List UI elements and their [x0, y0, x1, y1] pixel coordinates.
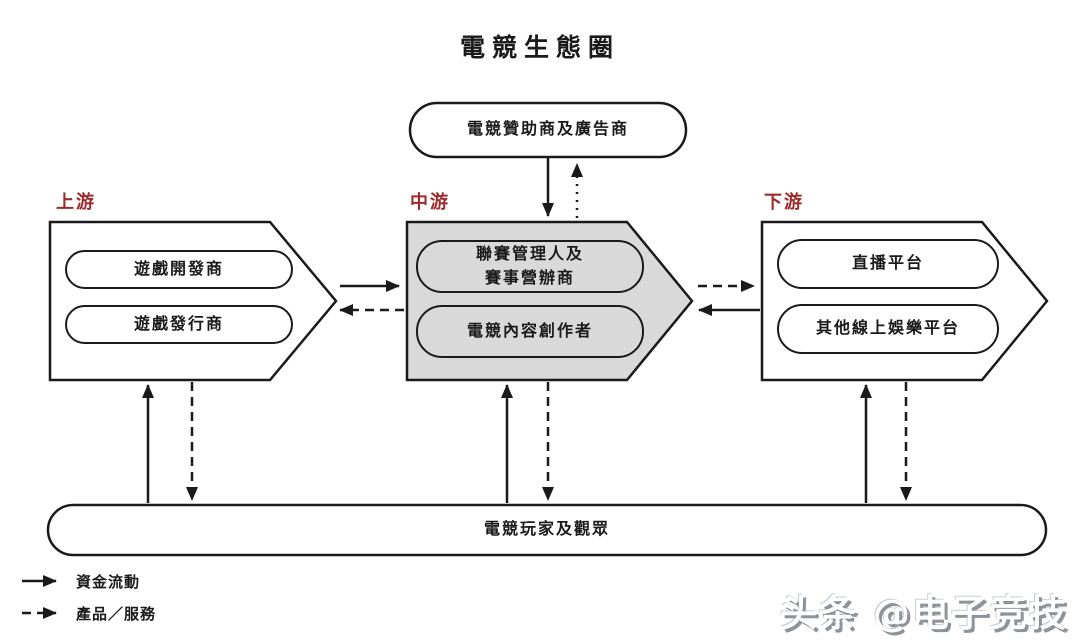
league-managers-label: 聯賽管理人及 賽事營辦商 [417, 241, 643, 292]
upstream-arrow-shape [48, 220, 338, 382]
downstream-label: 下游 [764, 192, 804, 212]
game-developers-label: 遊戲開發商 [133, 260, 224, 278]
league-managers-pill-shape [416, 240, 644, 293]
content-creators-pill-shape [416, 305, 644, 358]
game-developers-pill-shape [65, 250, 293, 289]
game-publishers-pill-shape [65, 305, 293, 344]
legend-cash-flow-label: 資金流動 [76, 574, 141, 591]
page-title: 電競生態圈 [459, 35, 620, 62]
upstream-label: 上游 [56, 192, 96, 212]
content-creators-label: 電競內容創作者 [466, 322, 593, 340]
midstream-label: 中游 [410, 192, 450, 212]
other-platforms-pill-shape [777, 304, 999, 354]
legend-products-services-label: 產品／服務 [76, 606, 157, 623]
sponsors-box-shape [408, 101, 688, 159]
players-box-shape [46, 503, 1048, 557]
league-managers-line2: 賽事營辦商 [484, 269, 575, 287]
league-managers-line1: 聯賽管理人及 [475, 246, 584, 264]
streaming-platform-label: 直播平台 [851, 255, 924, 273]
sponsors-box-label: 電競贊助商及廣告商 [466, 121, 629, 139]
streaming-platform-pill-shape [777, 239, 999, 289]
game-publishers-label: 遊戲發行商 [133, 315, 224, 333]
watermark: 头条 @电子竞技 [780, 592, 1068, 635]
other-platforms-label: 其他線上娛樂平台 [815, 320, 960, 338]
players-box-label: 電競玩家及觀眾 [483, 521, 610, 539]
